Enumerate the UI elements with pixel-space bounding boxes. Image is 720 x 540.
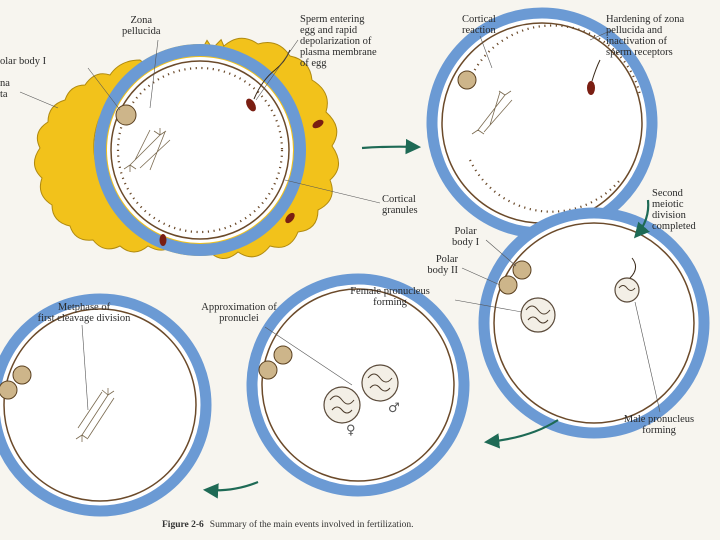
leader-female-pronucleus bbox=[454, 299, 523, 313]
label-sperm-entering: Sperm entering egg and rapid depolarizat… bbox=[300, 14, 377, 69]
label-zona-pellucida: Zona pellucida bbox=[122, 15, 161, 37]
perivitelline-space-1 bbox=[107, 57, 293, 243]
figure-caption-text: Summary of the main events involved in f… bbox=[209, 520, 414, 530]
chromatin-male-4 bbox=[367, 373, 393, 392]
chromatin-female-4 bbox=[329, 395, 355, 414]
leader-corona bbox=[19, 91, 59, 109]
sperm-head-4 bbox=[159, 234, 167, 246]
zona-pellucida-5 bbox=[0, 293, 212, 517]
egg-cortical-reaction bbox=[426, 7, 658, 239]
label-cortical-reaction: Cortical reaction bbox=[462, 14, 496, 36]
arrow-stage3-to-4 bbox=[483, 419, 559, 449]
zona-pellucida-1 bbox=[94, 44, 306, 256]
egg-metaphase bbox=[0, 293, 212, 517]
polar-body-3b bbox=[498, 275, 518, 295]
chromatin-female-3 bbox=[525, 305, 551, 324]
cortical-granules-2 bbox=[471, 24, 642, 96]
female-symbol: ♀ bbox=[346, 423, 356, 438]
plasma-membrane-1 bbox=[110, 60, 290, 240]
female-pronucleus-3 bbox=[520, 297, 556, 333]
leader-cortical-granules bbox=[284, 179, 381, 204]
zona-pellucida-4 bbox=[246, 273, 470, 497]
figure-caption: Figure 2-6 Summary of the main events inv… bbox=[162, 520, 413, 530]
cleavage-spindle bbox=[75, 388, 115, 442]
chromatin-male-3 bbox=[618, 285, 636, 291]
sperm-head-2 bbox=[312, 119, 324, 129]
sperm-tail-stage2 bbox=[591, 59, 601, 82]
cortical-granules-1 bbox=[116, 66, 284, 234]
zona-pellucida-3 bbox=[478, 207, 710, 439]
cortical-granules-2b bbox=[469, 159, 621, 213]
arrow-stage2-to-3 bbox=[633, 199, 650, 239]
leader-polar-body-top bbox=[87, 67, 121, 111]
egg-with-corona bbox=[19, 37, 381, 259]
label-female-pronucleus: Female pronucleus forming bbox=[350, 286, 430, 308]
figure-number: Figure 2-6 bbox=[162, 520, 204, 530]
leader-sperm-entering bbox=[255, 39, 299, 101]
label-polar-body-1: Polar body I bbox=[452, 226, 480, 248]
meiotic-spindle-1 bbox=[123, 128, 171, 172]
meiotic-spindle-2 bbox=[471, 90, 513, 135]
arrow-stage4-to-5 bbox=[202, 480, 259, 499]
female-pronucleus-4 bbox=[323, 386, 361, 424]
label-polar-body-top: olar body I bbox=[0, 56, 47, 67]
polar-body-5b bbox=[0, 380, 18, 400]
sperm-tail-stage3 bbox=[629, 257, 636, 279]
label-cortical-granules: Cortical granules bbox=[382, 194, 418, 216]
leader-hardening bbox=[589, 29, 613, 41]
leader-polar-body-1 bbox=[485, 239, 517, 267]
polar-body-3a bbox=[512, 260, 532, 280]
sperm-head-stage2 bbox=[587, 81, 595, 95]
plasma-membrane-3 bbox=[493, 222, 695, 424]
sperm-head-3 bbox=[285, 212, 295, 224]
polar-body-4b bbox=[258, 360, 278, 380]
polar-body-1a bbox=[115, 104, 137, 126]
leader-male-pronucleus bbox=[634, 301, 661, 413]
label-second-meiotic: Second meiotic division completed bbox=[652, 188, 696, 232]
leader-cortical-reaction bbox=[479, 35, 493, 69]
polar-body-4a bbox=[273, 345, 293, 365]
leader-zona bbox=[149, 39, 159, 109]
leader-metaphase bbox=[81, 324, 89, 411]
egg-approximation bbox=[246, 273, 470, 497]
label-male-pronucleus: Male pronucleus forming bbox=[623, 414, 695, 436]
label-approximation: Approximation of pronuclei bbox=[201, 302, 277, 324]
plasma-membrane-4 bbox=[261, 288, 455, 482]
polar-body-2 bbox=[457, 70, 477, 90]
sperm-head-1 bbox=[246, 98, 256, 112]
plasma-membrane-5 bbox=[3, 308, 197, 502]
male-pronucleus-3 bbox=[614, 277, 640, 303]
male-symbol: ♂ bbox=[388, 401, 400, 416]
arrow-stage1-to-2 bbox=[361, 138, 422, 155]
leader-approximation bbox=[264, 326, 353, 386]
label-metaphase: Metphase of first cleavage division bbox=[37, 302, 131, 324]
label-hardening: Hardening of zona pellucida and inactiva… bbox=[606, 14, 685, 58]
label-corona-fragment: na ta bbox=[0, 78, 10, 100]
leader-polar-body-2 bbox=[461, 267, 501, 286]
label-polar-body-2: Polar body II bbox=[427, 254, 458, 276]
egg-pronuclei-forming bbox=[454, 207, 710, 439]
male-pronucleus-4 bbox=[361, 364, 399, 402]
polar-body-5a bbox=[12, 365, 32, 385]
